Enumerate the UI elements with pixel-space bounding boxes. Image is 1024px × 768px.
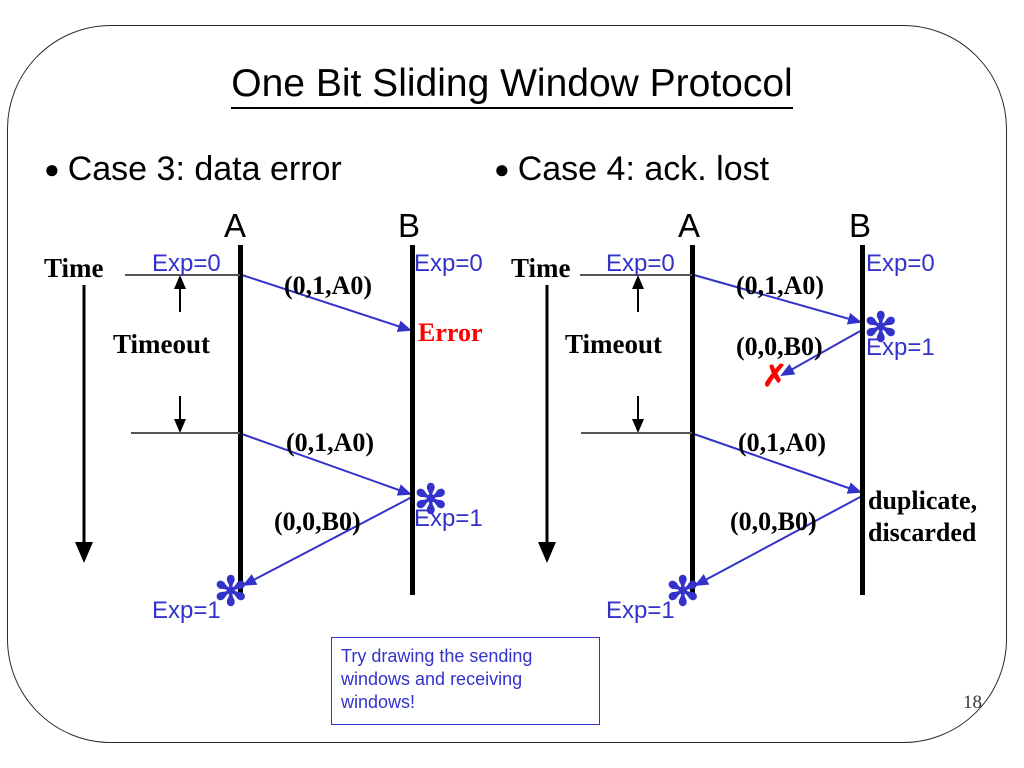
right-duplicate-line-1: duplicate, <box>868 486 978 515</box>
left-error-label: Error <box>418 318 483 347</box>
right-lifeline-a <box>690 245 695 595</box>
left-message-1-label: (0,1,A0) <box>284 271 373 300</box>
right-node-b-label: B <box>849 207 872 244</box>
right-star-b-icon: ✻ <box>864 306 898 350</box>
left-timeout-top-tick <box>125 274 240 276</box>
left-lifeline-a <box>238 245 243 595</box>
ack-lost-x-icon: ✗ <box>762 360 788 393</box>
slide-frame-border <box>7 25 1007 743</box>
left-a-exp-top: Exp=0 <box>152 250 221 277</box>
bullet-case-4: ●Case 4: ack. lost <box>494 150 769 189</box>
left-node-b-label: B <box>398 207 421 244</box>
page-title: One Bit Sliding Window Protocol <box>0 62 1024 109</box>
bullet-case-3-label: Case 3: data error <box>67 150 342 188</box>
left-lifeline-b <box>410 245 415 595</box>
left-timeout-label: Timeout <box>113 329 211 359</box>
right-b-exp-mid: Exp=1 <box>866 334 935 361</box>
left-message-3-label: (0,0,B0) <box>274 507 361 536</box>
right-timeout-bottom-tick <box>581 432 692 434</box>
right-timeout-top-tick <box>580 274 692 276</box>
left-message-2-label: (0,1,A0) <box>286 428 375 457</box>
page-number: 18 <box>963 692 982 713</box>
left-b-exp-top: Exp=0 <box>414 250 483 277</box>
left-node-a-label: A <box>224 207 247 244</box>
right-duplicate-line-2: discarded <box>868 518 977 547</box>
right-a-exp-top: Exp=0 <box>606 250 675 277</box>
bullet-marker-icon: ● <box>494 154 510 184</box>
right-timeout-label: Timeout <box>565 329 663 359</box>
right-a-exp-bottom: Exp=1 <box>606 597 675 624</box>
right-message-2-label: (0,0,B0) <box>736 332 823 361</box>
right-time-label: Time <box>511 253 571 283</box>
right-node-a-label: A <box>678 207 701 244</box>
right-star-a-icon: ✻ <box>666 570 700 614</box>
left-a-exp-bottom: Exp=1 <box>152 597 221 624</box>
bullet-case-4-label: Case 4: ack. lost <box>517 150 770 188</box>
left-star-b-icon: ✻ <box>414 478 448 522</box>
bullet-case-3: ●Case 3: data error <box>44 150 342 189</box>
note-box: Try drawing the sending windows and rece… <box>331 637 600 725</box>
right-b-exp-top: Exp=0 <box>866 250 935 277</box>
left-timeout-bottom-tick <box>131 432 240 434</box>
right-message-3-label: (0,1,A0) <box>738 428 827 457</box>
right-lifeline-b <box>860 245 865 595</box>
left-star-a-icon: ✻ <box>214 570 248 614</box>
right-message-1-label: (0,1,A0) <box>736 271 825 300</box>
left-time-label: Time <box>44 253 104 283</box>
bullet-marker-icon: ● <box>44 154 60 184</box>
left-b-exp-bottom: Exp=1 <box>414 505 483 532</box>
page-title-text: One Bit Sliding Window Protocol <box>231 62 793 109</box>
right-message-4-label: (0,0,B0) <box>730 507 817 536</box>
bullet-row: ●Case 3: data error ●Case 4: ack. lost <box>0 150 1024 196</box>
